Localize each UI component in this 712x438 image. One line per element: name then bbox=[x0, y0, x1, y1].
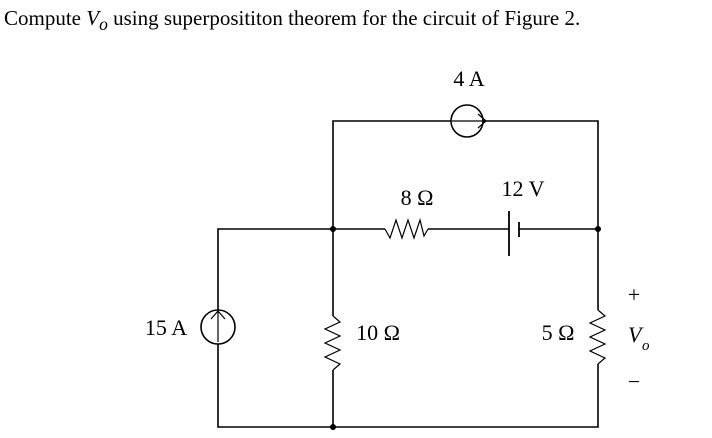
battery-12v bbox=[508, 211, 520, 256]
label-8ohm: 8 Ω bbox=[401, 185, 434, 210]
label-12v: 12 V bbox=[502, 176, 545, 201]
current-source-4a bbox=[450, 104, 487, 138]
node-bottom bbox=[330, 424, 336, 430]
resistor-8ohm-icon bbox=[384, 217, 429, 240]
resistor-10ohm-icon bbox=[323, 315, 342, 371]
question-suffix: using superposititon theorem for the cir… bbox=[107, 6, 581, 30]
node-right-top bbox=[595, 226, 601, 232]
wire-left-branch bbox=[217, 228, 599, 428]
resistor-5ohm-icon bbox=[588, 309, 607, 365]
circuit-wires bbox=[217, 120, 599, 428]
question-variable-main: V bbox=[86, 6, 100, 30]
label-5ohm: 5 Ω bbox=[542, 320, 575, 345]
arrow-up-head-icon bbox=[210, 310, 226, 320]
question-variable-sub: o bbox=[99, 14, 108, 35]
label-4a: 4 A bbox=[453, 66, 484, 91]
problem-statement: Compute Vo using superposititon theorem … bbox=[4, 6, 580, 35]
current-source-15a bbox=[200, 309, 236, 345]
output-voltage-sub: o bbox=[642, 338, 650, 354]
label-10ohm: 10 Ω bbox=[356, 320, 400, 345]
question-prefix: Compute bbox=[4, 6, 87, 30]
output-voltage-main: V bbox=[628, 322, 644, 347]
plus-sign: + bbox=[628, 282, 640, 307]
question-variable: Vo bbox=[86, 6, 108, 34]
minus-sign: − bbox=[628, 369, 640, 394]
arrow-right-head-icon bbox=[477, 113, 487, 129]
node-left-top bbox=[330, 226, 336, 232]
label-15a: 15 A bbox=[145, 315, 187, 340]
